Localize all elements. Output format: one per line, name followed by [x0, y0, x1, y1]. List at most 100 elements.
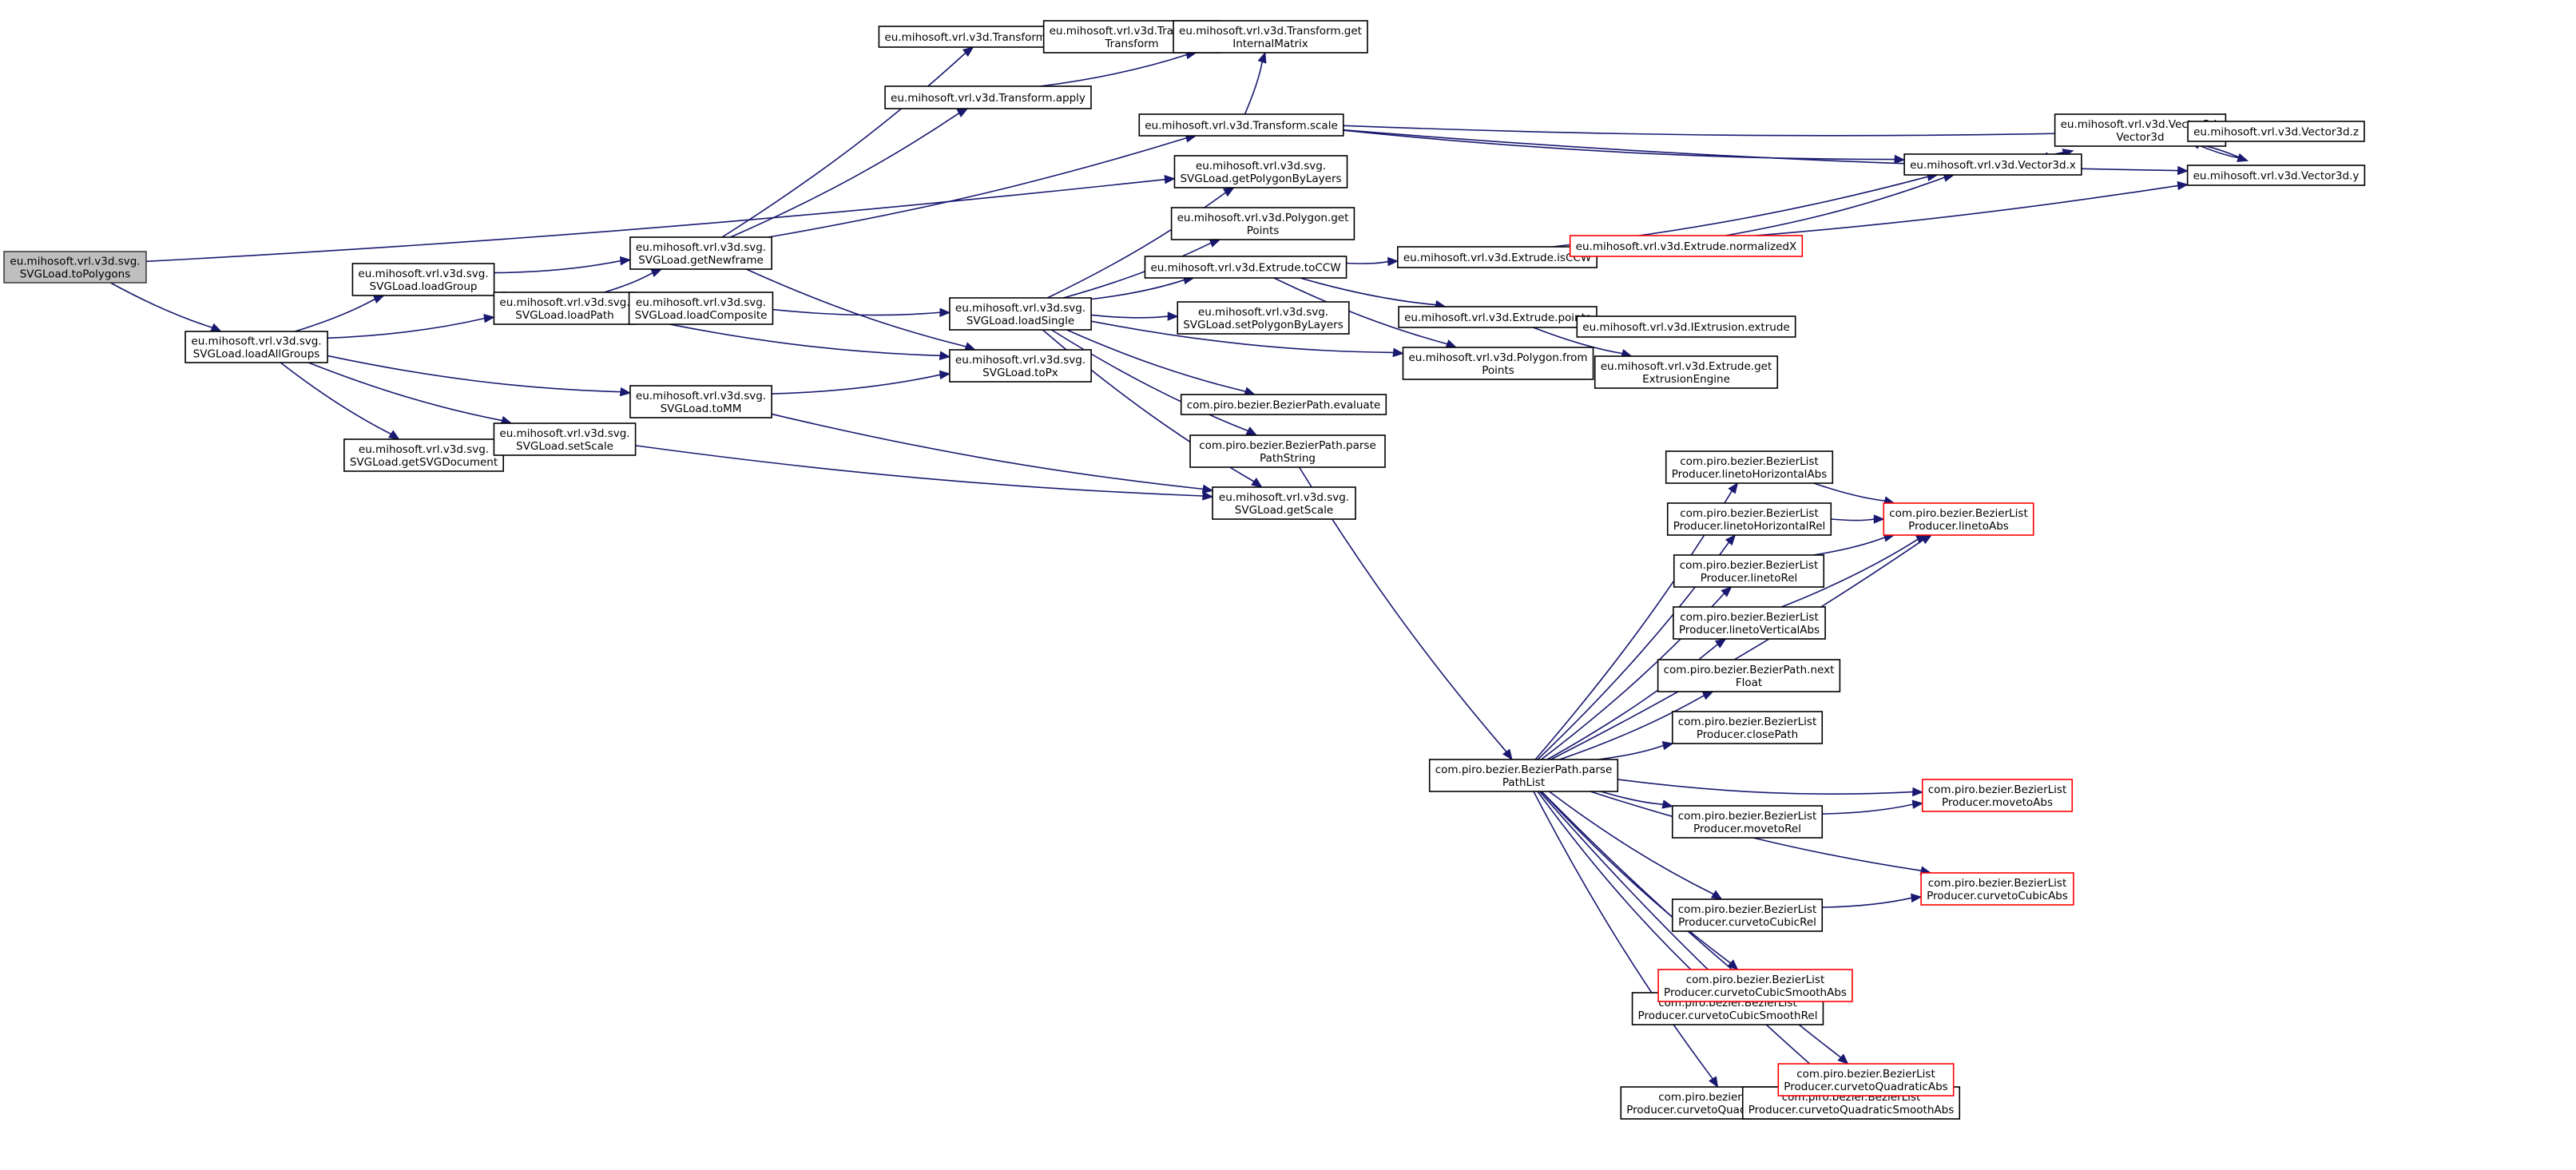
node-box[interactable]: [629, 236, 772, 270]
node-close-path[interactable]: com.piro.bezier.BezierListProducer.close…: [1671, 711, 1824, 744]
node-to-mm[interactable]: eu.mihosoft.vrl.v3d.svg.SVGLoad.toMM: [629, 385, 772, 418]
node-box[interactable]: [1777, 1063, 1955, 1097]
node-box[interactable]: [629, 385, 772, 418]
node-label-line: Producer.linetoHorizontalAbs: [1672, 468, 1828, 481]
node-box[interactable]: [1397, 246, 1598, 268]
node-get-newframe[interactable]: eu.mihosoft.vrl.v3d.svg.SVGLoad.getNewfr…: [629, 236, 772, 270]
edge-line: [2198, 144, 2249, 162]
node-load-group[interactable]: eu.mihosoft.vrl.v3d.svg.SVGLoad.loadGrou…: [351, 263, 495, 296]
node-box[interactable]: [1138, 113, 1344, 137]
node-extrude-points[interactable]: eu.mihosoft.vrl.v3d.Extrude.points: [1398, 306, 1598, 328]
node-box[interactable]: [493, 422, 637, 456]
node-box[interactable]: [351, 263, 495, 296]
node-normalized-x[interactable]: eu.mihosoft.vrl.v3d.Extrude.normalizedX: [1569, 235, 1804, 257]
node-lineto-abs[interactable]: com.piro.bezier.BezierListProducer.linet…: [1883, 502, 2034, 536]
node-label-line: SVGLoad.loadPath: [515, 309, 613, 322]
node-box[interactable]: [1920, 872, 2074, 906]
node-box[interactable]: [628, 292, 774, 325]
node-box[interactable]: [949, 349, 1092, 383]
node-moveto-abs[interactable]: com.piro.bezier.BezierListProducer.movet…: [1921, 779, 2074, 812]
node-t-scale[interactable]: eu.mihosoft.vrl.v3d.Transform.scale: [1138, 113, 1344, 137]
node-box[interactable]: [1180, 394, 1387, 415]
node-label-line: Producer.curvetoQuadraticSmoothAbs: [1748, 1104, 1955, 1116]
node-box[interactable]: [884, 85, 1092, 109]
node-set-scale[interactable]: eu.mihosoft.vrl.v3d.svg.SVGLoad.setScale: [493, 422, 637, 456]
node-box[interactable]: [1212, 486, 1356, 520]
node-box[interactable]: [949, 297, 1092, 331]
node-curveto-quadratic-abs[interactable]: com.piro.bezier.BezierListProducer.curve…: [1777, 1063, 1955, 1097]
node-load-all-groups[interactable]: eu.mihosoft.vrl.v3d.svg.SVGLoad.loadAllG…: [185, 331, 328, 363]
node-box[interactable]: [493, 292, 637, 325]
node-box[interactable]: [1671, 898, 1824, 932]
edge-line: [308, 362, 502, 422]
node-box[interactable]: [1665, 450, 1834, 484]
node-curveto-cubic-rel[interactable]: com.piro.bezier.BezierListProducer.curve…: [1671, 898, 1824, 932]
node-bp-parse-path-string[interactable]: com.piro.bezier.BezierPath.parsePathStri…: [1189, 434, 1386, 468]
node-box[interactable]: [1671, 805, 1824, 839]
node-v3x[interactable]: eu.mihosoft.vrl.v3d.Vector3d.x: [1903, 153, 2082, 176]
node-box[interactable]: [1673, 554, 1825, 588]
edge-parse-path-list-to-close-path: [1598, 740, 1674, 760]
node-label-line: com.piro.bezier.BezierList: [1928, 877, 2067, 890]
node-box[interactable]: [1657, 969, 1853, 1002]
node-lineto-vertical-abs[interactable]: com.piro.bezier.BezierListProducer.linet…: [1673, 606, 1826, 640]
node-load-single[interactable]: eu.mihosoft.vrl.v3d.svg.SVGLoad.loadSing…: [949, 297, 1092, 331]
node-box[interactable]: [1398, 306, 1598, 328]
node-box[interactable]: [3, 251, 147, 284]
node-box[interactable]: [1170, 207, 1355, 240]
node-box[interactable]: [1673, 606, 1826, 640]
node-curveto-cubic-smooth-abs[interactable]: com.piro.bezier.BezierListProducer.curve…: [1657, 969, 1853, 1002]
node-box[interactable]: [2187, 121, 2365, 142]
node-box[interactable]: [1576, 315, 1796, 338]
node-moveto-rel[interactable]: com.piro.bezier.BezierListProducer.movet…: [1671, 805, 1824, 839]
node-box[interactable]: [1177, 301, 1350, 335]
node-box[interactable]: [1883, 502, 2034, 536]
node-get-polygon-by-layers[interactable]: eu.mihosoft.vrl.v3d.svg.SVGLoad.getPolyg…: [1173, 155, 1348, 188]
node-label-line: eu.mihosoft.vrl.v3d.svg.: [955, 302, 1086, 315]
node-label-line: com.piro.bezier.BezierPath.evaluate: [1187, 399, 1381, 412]
node-box[interactable]: [1173, 20, 1368, 54]
node-v3y[interactable]: eu.mihosoft.vrl.v3d.Vector3d.y: [2186, 165, 2366, 186]
node-lineto-rel[interactable]: com.piro.bezier.BezierListProducer.linet…: [1673, 554, 1825, 588]
node-box[interactable]: [1666, 502, 1832, 536]
node-load-path[interactable]: eu.mihosoft.vrl.v3d.svg.SVGLoad.loadPath: [493, 292, 637, 325]
node-label-line: Producer.linetoVerticalAbs: [1679, 624, 1820, 637]
node-set-polygon-by-layers[interactable]: eu.mihosoft.vrl.v3d.svg.SVGLoad.setPolyg…: [1177, 301, 1350, 335]
node-box[interactable]: [343, 438, 504, 472]
node-get-scale[interactable]: eu.mihosoft.vrl.v3d.svg.SVGLoad.getScale: [1212, 486, 1356, 520]
node-box[interactable]: [2186, 165, 2366, 186]
node-box[interactable]: [1173, 155, 1348, 188]
node-to-polygons[interactable]: eu.mihosoft.vrl.v3d.svg.SVGLoad.toPolygo…: [3, 251, 147, 284]
node-curveto-cubic-abs[interactable]: com.piro.bezier.BezierListProducer.curve…: [1920, 872, 2074, 906]
node-box[interactable]: [1594, 355, 1779, 389]
node-load-composite[interactable]: eu.mihosoft.vrl.v3d.svg.SVGLoad.loadComp…: [628, 292, 774, 325]
node-label-line: eu.mihosoft.vrl.v3d.svg.: [499, 427, 629, 440]
node-box[interactable]: [1402, 347, 1594, 380]
node-iextrude[interactable]: eu.mihosoft.vrl.v3d.IExtrusion.extrude: [1576, 315, 1796, 338]
node-lineto-horizontal-rel[interactable]: com.piro.bezier.BezierListProducer.linet…: [1666, 502, 1832, 536]
node-to-px[interactable]: eu.mihosoft.vrl.v3d.svg.SVGLoad.toPx: [949, 349, 1092, 383]
node-get-extrusion-engine[interactable]: eu.mihosoft.vrl.v3d.Extrude.getExtrusion…: [1594, 355, 1779, 389]
node-box[interactable]: [1657, 659, 1841, 692]
node-lineto-horizontal-abs[interactable]: com.piro.bezier.BezierListProducer.linet…: [1665, 450, 1834, 484]
node-t-get-internal-matrix[interactable]: eu.mihosoft.vrl.v3d.Transform.getInterna…: [1173, 20, 1368, 54]
node-bp-evaluate[interactable]: com.piro.bezier.BezierPath.evaluate: [1180, 394, 1387, 415]
edge-get-newframe-to-t-inverse: [721, 46, 974, 238]
node-box[interactable]: [1189, 434, 1386, 468]
node-box[interactable]: [1144, 256, 1348, 279]
node-box[interactable]: [1428, 759, 1619, 792]
node-box[interactable]: [185, 331, 328, 363]
node-box[interactable]: [1671, 711, 1824, 744]
node-to-ccw[interactable]: eu.mihosoft.vrl.v3d.Extrude.toCCW: [1144, 256, 1348, 279]
node-is-ccw[interactable]: eu.mihosoft.vrl.v3d.Extrude.isCCW: [1397, 246, 1598, 268]
node-v3z[interactable]: eu.mihosoft.vrl.v3d.Vector3d.z: [2187, 121, 2365, 142]
node-get-svgdocument[interactable]: eu.mihosoft.vrl.v3d.svg.SVGLoad.getSVGDo…: [343, 438, 504, 472]
node-box[interactable]: [1569, 235, 1804, 257]
node-box[interactable]: [1903, 153, 2082, 176]
node-t-apply[interactable]: eu.mihosoft.vrl.v3d.Transform.apply: [884, 85, 1092, 109]
node-box[interactable]: [1921, 779, 2074, 812]
